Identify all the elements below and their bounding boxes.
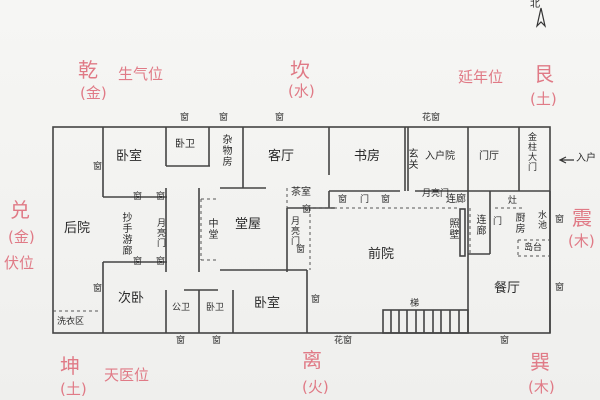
direction-li: 离	[302, 348, 322, 372]
room-entry-courtyard: 入户院	[425, 151, 455, 162]
stove: 灶	[508, 196, 518, 206]
room-foyer: 玄关	[406, 148, 417, 170]
window-top-1: 窗	[180, 113, 190, 123]
window-corridor-1: 窗	[133, 192, 143, 202]
window-tea-side: 窗	[296, 245, 306, 255]
room-tea: 茶室	[291, 187, 311, 198]
window-corridor-4: 窗	[156, 257, 166, 267]
room-public-bath: 公卫	[172, 303, 191, 313]
main-gate: 金柱大门	[526, 132, 536, 172]
moon-gate-left: 月亮门	[155, 218, 165, 248]
room-master-bedroom: 卧室	[116, 149, 143, 164]
element-xun: (木)	[528, 378, 555, 396]
kitchen-island: 岛台	[524, 243, 543, 253]
corridor-right: 连廊	[474, 214, 485, 236]
room-living: 客厅	[268, 149, 295, 164]
window-bottom-1: 窗	[176, 336, 186, 346]
room-bath-bottom: 卧卫	[206, 303, 225, 313]
element-dui: (金)	[8, 228, 35, 246]
direction-qian: 乾	[78, 58, 98, 82]
direction-kan: 坎	[290, 58, 310, 82]
room-kitchen: 厨房	[513, 212, 524, 234]
room-dining: 餐厅	[494, 281, 521, 296]
direction-zhen: 震	[572, 206, 592, 230]
position-dui: 伏位	[4, 254, 35, 272]
position-gen: 延年位	[458, 68, 504, 86]
window-bedroom-right: 窗	[311, 295, 321, 305]
window-top-3: 窗	[275, 113, 285, 123]
direction-gen: 艮	[534, 62, 554, 86]
window-door-1: 窗	[338, 195, 348, 205]
window-bottom-2: 窗	[212, 336, 222, 346]
screen-wall: 照壁	[447, 218, 458, 240]
window-second-bed: 窗	[93, 284, 103, 294]
window-corridor-3: 窗	[133, 257, 143, 267]
room-entry-hall: 门厅	[479, 151, 499, 162]
moon-gate-top: 月亮门	[422, 189, 450, 199]
room-center-hall: 中堂	[206, 218, 217, 240]
window-bottom-right: 窗	[500, 336, 510, 346]
element-gen: (土)	[530, 90, 557, 108]
direction-dui: 兑	[10, 198, 30, 222]
window-corridor-2: 窗	[156, 192, 166, 202]
element-kan: (水)	[288, 82, 315, 100]
entry-arrow-label: 入户	[576, 153, 596, 164]
window-tea-bottom: 窗	[302, 205, 312, 215]
window-top-2: 窗	[219, 113, 229, 123]
north-label: 北	[530, 0, 540, 10]
window-bottom-flower: 花窗	[334, 336, 353, 346]
element-qian: (金)	[80, 84, 107, 102]
moon-gate-right: 月亮门	[289, 216, 299, 246]
element-kun: (土)	[60, 380, 87, 398]
corridor-left: 抄手游廊	[120, 212, 131, 256]
room-front-yard: 前院	[368, 247, 395, 262]
laundry-area: 洗衣区	[57, 317, 85, 327]
direction-kun: 坤	[60, 354, 80, 378]
sink: 水池	[536, 210, 546, 230]
direction-xun: 巽	[530, 350, 550, 374]
corridor-top: 连廊	[446, 194, 466, 205]
room-back-yard: 后院	[64, 221, 91, 236]
window-door-door: 门	[360, 195, 370, 205]
room-second-bedroom: 次卧	[118, 291, 145, 306]
window-kitchen-right: 窗	[555, 215, 565, 225]
window-dining-right: 窗	[555, 283, 565, 293]
window-door-2: 窗	[381, 195, 391, 205]
room-storage: 杂物房	[220, 134, 231, 167]
room-bedroom-bottom: 卧室	[254, 296, 281, 311]
window-top-flower: 花窗	[422, 113, 441, 123]
position-qian: 生气位	[118, 65, 164, 83]
room-main-hall: 堂屋	[235, 217, 262, 232]
position-kun: 天医位	[104, 366, 150, 384]
room-study: 书房	[354, 149, 381, 164]
window-left-bedroom: 窗	[93, 162, 103, 172]
element-li: (火)	[302, 378, 329, 396]
door-right: 门	[493, 217, 503, 227]
room-en-suite-top: 卧卫	[175, 139, 195, 150]
stairs: 梯	[410, 299, 420, 309]
element-zhen: (木)	[568, 232, 595, 250]
